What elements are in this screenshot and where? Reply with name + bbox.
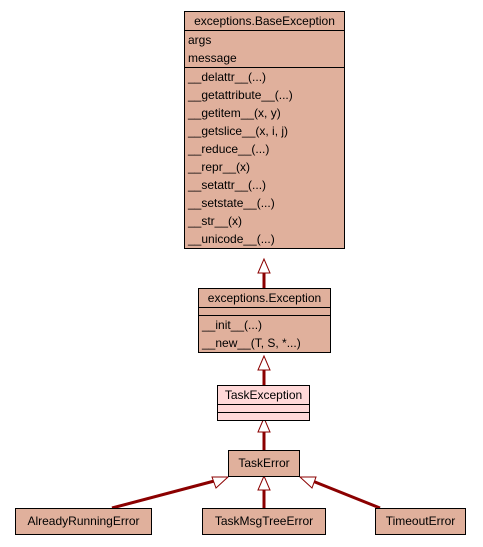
arrowhead-exception [257, 354, 271, 371]
method: __unicode__(...) [188, 232, 275, 246]
method: __setstate__(...) [188, 196, 275, 210]
method: __getattribute__(...) [188, 88, 293, 102]
class-timeout-error[interactable]: TimeoutError [375, 508, 466, 535]
attributes-section: args message [185, 31, 344, 68]
class-title: exceptions.BaseException [185, 12, 344, 31]
class-base-exception[interactable]: exceptions.BaseException args message __… [184, 11, 345, 249]
arrowhead-taskerror-center [257, 474, 271, 491]
methods-section: __init__(...) __new__(T, S, *...) [199, 316, 330, 352]
method: __getslice__(x, i, j) [188, 124, 289, 138]
method: __new__(T, S, *...) [202, 336, 301, 350]
attribute: args [188, 33, 212, 47]
method: __str__(x) [188, 214, 243, 228]
attribute: message [188, 51, 237, 65]
class-task-exception[interactable]: TaskException [217, 385, 310, 421]
methods-section [218, 413, 309, 420]
class-exception[interactable]: exceptions.Exception __init__(...) __new… [198, 288, 331, 353]
method: __repr__(x) [188, 160, 251, 174]
arrowhead-taskerror-right [298, 476, 317, 489]
arrowhead-base [257, 257, 271, 274]
method: __getitem__(x, y) [188, 106, 281, 120]
edge-alreadyrunning-to-taskerror [111, 478, 219, 510]
class-title: TaskMsgTreeError [214, 514, 314, 528]
class-title: AlreadyRunningError [27, 514, 140, 528]
attributes-section [218, 405, 309, 413]
class-title: exceptions.Exception [199, 289, 330, 308]
arrowhead-taskerror-left [211, 476, 230, 489]
method: __reduce__(...) [188, 142, 270, 156]
class-title: TimeoutError [385, 514, 456, 528]
class-task-error[interactable]: TaskError [228, 450, 300, 477]
method: __init__(...) [202, 318, 263, 332]
class-title: TaskError [238, 456, 290, 470]
attributes-section [199, 308, 330, 316]
arrowhead-taskexception [257, 416, 271, 433]
class-task-msg-tree-error[interactable]: TaskMsgTreeError [202, 508, 326, 535]
method: __setattr__(...) [188, 178, 267, 192]
class-title: TaskException [218, 386, 309, 405]
method: __delattr__(...) [188, 70, 267, 84]
methods-section: __delattr__(...) __getattribute__(...) _… [185, 68, 344, 248]
edge-timeout-to-taskerror [309, 478, 381, 510]
class-already-running-error[interactable]: AlreadyRunningError [15, 508, 152, 535]
